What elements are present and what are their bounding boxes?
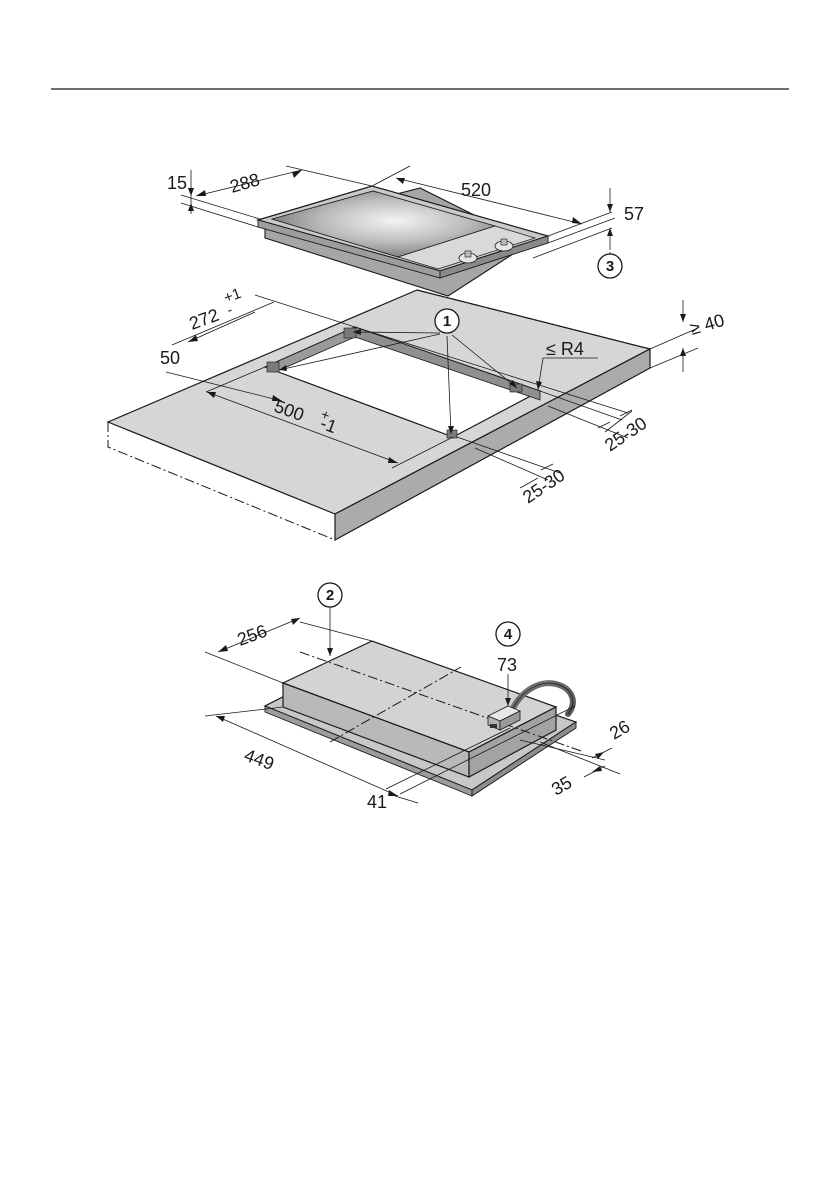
fixing-clip	[344, 328, 356, 338]
dim-label-26: 26	[606, 716, 633, 743]
dim-label-41: 41	[367, 792, 387, 812]
callout-marker-4: 4	[496, 622, 520, 646]
dim-label-288: 288	[228, 169, 262, 197]
dim-label-gap-lower: 25-30	[519, 465, 568, 507]
callout-marker-3: 3	[598, 254, 622, 278]
callout-label-1: 1	[443, 313, 451, 330]
dim-label-520: 520	[461, 180, 491, 200]
dim-label-256: 256	[235, 621, 270, 650]
dim-label-35: 35	[548, 772, 575, 799]
dim-label-r4: ≤ R4	[546, 339, 584, 359]
fixing-clip	[267, 362, 279, 372]
dim-label-15: 15	[167, 173, 187, 193]
hob-unit	[258, 186, 548, 296]
callout-label-3: 3	[606, 258, 614, 275]
callout-marker-1: 1	[435, 309, 459, 333]
dim-label-gap-right: 25-30	[601, 413, 650, 455]
dim-label-57: 57	[624, 204, 644, 224]
callout-label-4: 4	[504, 626, 513, 643]
callout-label-2: 2	[326, 587, 334, 604]
countertop	[108, 290, 650, 540]
callout-marker-2: 2	[318, 583, 342, 607]
dim-label-73: 73	[497, 655, 517, 675]
dim-label-ge40: ≥ 40	[688, 310, 727, 339]
dim-label-50: 50	[160, 348, 180, 368]
hob-bottom-view	[265, 641, 584, 796]
dim-label-449: 449	[242, 745, 277, 774]
